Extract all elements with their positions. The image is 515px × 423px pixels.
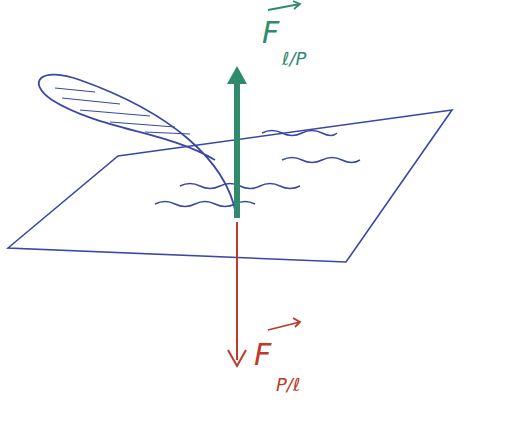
water-waves [155, 131, 360, 207]
water-plane [8, 110, 452, 262]
force-symbol: F [254, 340, 271, 370]
leaf [39, 75, 236, 214]
force-subscript: P/ℓ [276, 376, 300, 394]
force-symbol: F [262, 18, 279, 48]
force-subscript: ℓ/P [282, 50, 306, 68]
force-arrow-down [228, 222, 246, 366]
force-arrow-up [227, 66, 247, 218]
